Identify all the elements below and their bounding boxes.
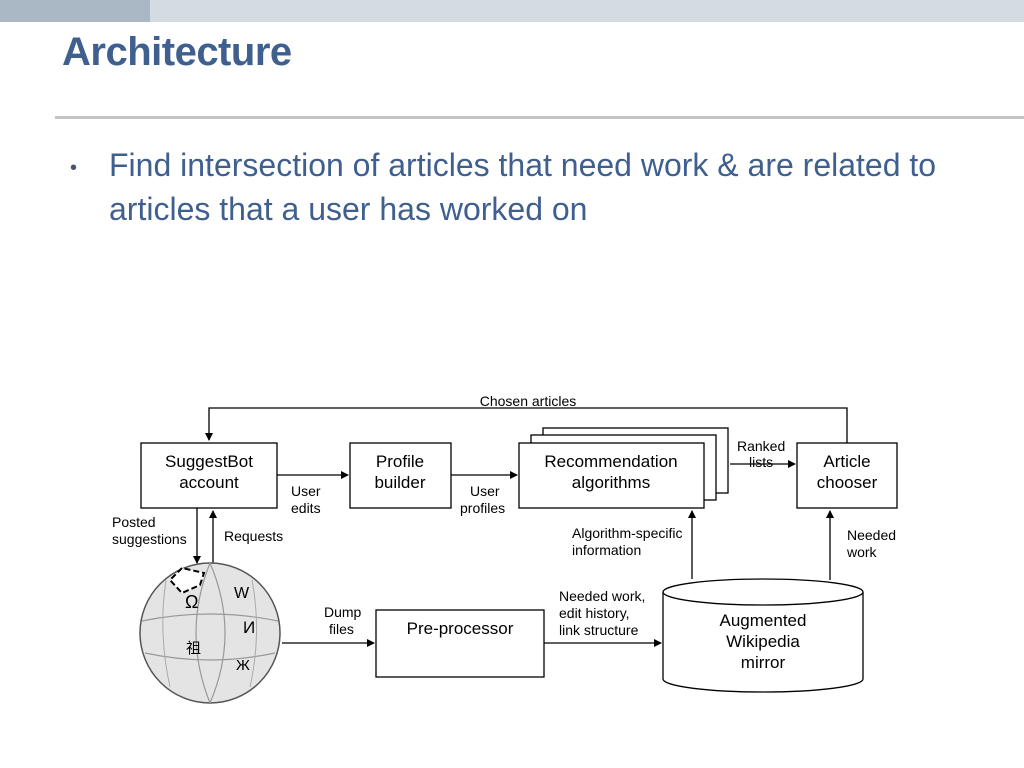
bullet-text: Find intersection of articles that need … bbox=[109, 147, 937, 227]
svg-text:Needed: Needed bbox=[847, 527, 896, 543]
svg-text:Article: Article bbox=[823, 452, 870, 471]
title-bar-accent-left bbox=[0, 0, 150, 22]
slide-title: Architecture bbox=[62, 30, 292, 74]
svg-text:Ω: Ω bbox=[185, 592, 198, 612]
svg-text:algorithms: algorithms bbox=[572, 473, 650, 492]
svg-text:chooser: chooser bbox=[817, 473, 878, 492]
svg-text:User: User bbox=[291, 483, 321, 499]
bullet-marker: • bbox=[70, 157, 78, 179]
edge-needed-work-history: Needed work, edit history, link structur… bbox=[544, 588, 662, 647]
svg-text:Ranked: Ranked bbox=[737, 438, 785, 454]
node-suggestbot-account: SuggestBot account bbox=[140, 442, 278, 509]
architecture-diagram: Chosen articles SuggestBot account Profi… bbox=[112, 393, 898, 704]
wikipedia-globe-icon: Ω W И 祖 Ж bbox=[139, 562, 281, 704]
svg-text:Recommendation: Recommendation bbox=[544, 452, 677, 471]
svg-text:Profile: Profile bbox=[376, 452, 424, 471]
svg-text:suggestions: suggestions bbox=[112, 531, 187, 547]
edge-requests: Requests bbox=[209, 510, 283, 567]
edge-algorithm-specific-information: Algorithm-specific information bbox=[572, 510, 696, 579]
svg-text:Algorithm-specific: Algorithm-specific bbox=[572, 525, 682, 541]
edge-user-profiles: User profiles bbox=[451, 471, 518, 516]
svg-text:Augmented: Augmented bbox=[720, 611, 807, 630]
node-pre-processor: Pre-processor bbox=[375, 609, 545, 678]
svg-text:work: work bbox=[846, 544, 878, 560]
edge-needed-work: Needed work bbox=[826, 510, 896, 580]
svg-text:information: information bbox=[572, 542, 641, 558]
svg-text:Pre-processor: Pre-processor bbox=[407, 619, 514, 638]
svg-text:Wikipedia: Wikipedia bbox=[726, 632, 800, 651]
svg-text:SuggestBot: SuggestBot bbox=[165, 452, 253, 471]
svg-text:Posted: Posted bbox=[112, 514, 156, 530]
svg-text:祖: 祖 bbox=[186, 640, 201, 657]
svg-text:mirror: mirror bbox=[741, 653, 786, 672]
svg-text:User: User bbox=[470, 483, 500, 499]
edge-ranked-lists: Ranked lists bbox=[730, 438, 796, 470]
svg-text:profiles: profiles bbox=[460, 500, 505, 516]
svg-text:И: И bbox=[243, 618, 255, 637]
svg-text:Needed work,: Needed work, bbox=[559, 588, 645, 604]
node-profile-builder: Profile builder bbox=[349, 442, 452, 509]
node-augmented-wikipedia-mirror: Augmented Wikipedia mirror bbox=[662, 578, 864, 693]
svg-text:builder: builder bbox=[374, 473, 425, 492]
edge-dump-files: Dump files bbox=[282, 604, 375, 647]
title-divider bbox=[55, 116, 1024, 119]
svg-text:Dump: Dump bbox=[324, 604, 362, 620]
svg-text:edits: edits bbox=[291, 500, 321, 516]
edge-label-chosen-articles: Chosen articles bbox=[480, 393, 577, 409]
svg-text:Requests: Requests bbox=[224, 528, 283, 544]
title-bar-accent-right bbox=[150, 0, 1024, 22]
svg-text:account: account bbox=[179, 473, 239, 492]
svg-text:lists: lists bbox=[749, 454, 773, 470]
svg-text:link structure: link structure bbox=[559, 622, 639, 638]
svg-text:Ж: Ж bbox=[236, 657, 250, 674]
svg-text:W: W bbox=[234, 585, 250, 602]
node-article-chooser: Article chooser bbox=[796, 442, 898, 509]
edge-posted-suggestions: Posted suggestions bbox=[112, 508, 201, 564]
edge-chosen-articles: Chosen articles bbox=[205, 393, 848, 443]
edge-user-edits: User edits bbox=[277, 471, 349, 516]
node-recommendation-algorithms: Recommendation algorithms bbox=[518, 427, 729, 509]
svg-text:edit history,: edit history, bbox=[559, 605, 630, 621]
svg-text:files: files bbox=[329, 621, 354, 637]
